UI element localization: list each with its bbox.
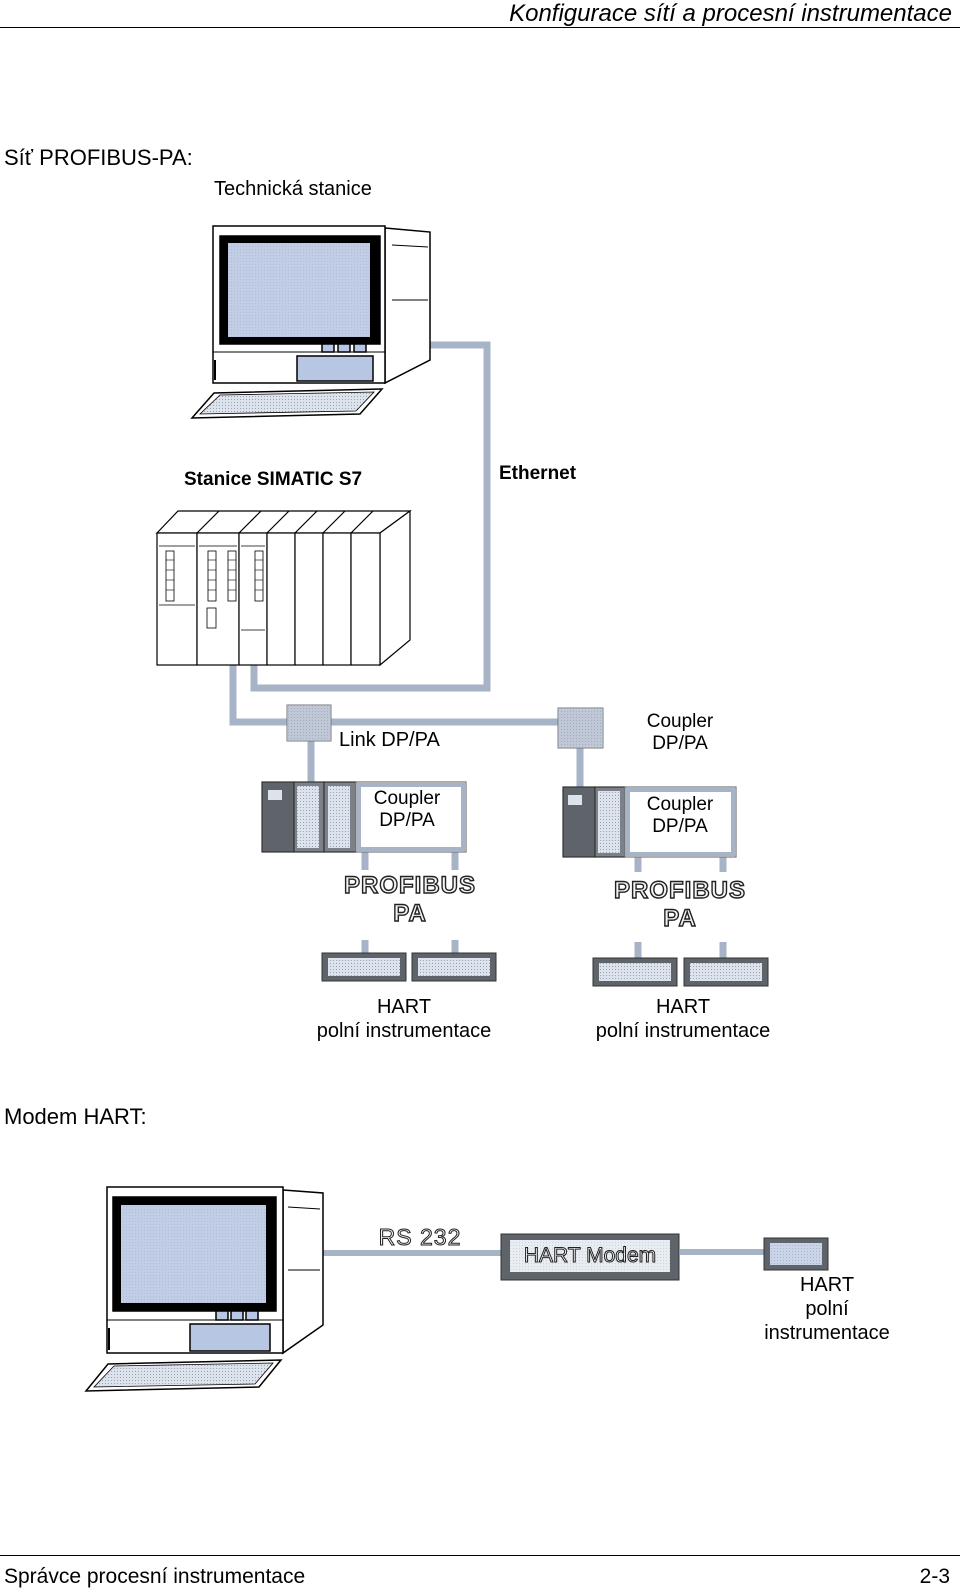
modem-hart-device	[763, 1237, 829, 1271]
coupler-dp-pa-box	[557, 707, 604, 749]
footer-rule	[0, 1555, 960, 1556]
footer-title: Správce procesní instrumentace	[4, 1565, 306, 1588]
modem-cables	[323, 1249, 764, 1256]
profibus-pa-right-line1: PROFIBUS	[613, 876, 746, 904]
link-dp-pa-label: Link DP/PA	[339, 729, 440, 751]
hart-left-caption-line1: HART	[376, 996, 432, 1018]
coupler-right-label-line1: Coupler	[646, 794, 714, 815]
hart-left-caption: HART polní instrumentace	[304, 995, 504, 1043]
profibus-pa-left-line1: PROFIBUS	[343, 871, 476, 899]
section-title-profibus: Síť PROFIBUS-PA:	[4, 145, 193, 170]
coupler-left-label-line1: Coupler	[373, 788, 441, 809]
workstation-computer	[190, 225, 431, 419]
modem-device-caption-line2: polní	[805, 1298, 849, 1320]
ethernet-cable	[250, 341, 491, 692]
coupler-top-label-line2: DP/PA	[652, 733, 708, 754]
profibus-pa-right-label: PROFIBUS PA	[600, 876, 760, 933]
header-rule	[0, 27, 960, 28]
page-header-title: Konfigurace sítí a procesní instrumentac…	[509, 0, 952, 27]
right-coupler-module	[562, 786, 737, 858]
modem-device-caption-line1: HART	[799, 1274, 855, 1296]
ethernet-label: Ethernet	[499, 463, 577, 484]
station-label: Stanice SIMATIC S7	[184, 469, 363, 490]
cable-lines	[229, 341, 727, 958]
coupler-left-label-line2: DP/PA	[379, 810, 435, 831]
coupler-top-label-line1: Coupler	[646, 711, 714, 732]
coupler-top-label: Coupler DP/PA	[630, 711, 730, 755]
workstation-label: Technická stanice	[214, 178, 372, 200]
hart-right-caption-line2: polní instrumentace	[595, 1020, 771, 1042]
hart-devices-right	[592, 957, 769, 987]
modem-workstation-computer	[84, 1186, 324, 1392]
coupler-right-label: Coupler DP/PA	[630, 794, 730, 838]
hart-right-caption-line1: HART	[655, 996, 711, 1018]
section-title-modem: Modem HART:	[4, 1104, 147, 1129]
rs232-label: RS 232	[378, 1224, 462, 1251]
hart-modem-box	[500, 1233, 680, 1281]
page-number: 2-3	[919, 1565, 950, 1588]
coupler-right-label-line2: DP/PA	[652, 816, 708, 837]
profibus-pa-right-line2: PA	[663, 904, 697, 932]
modem-device-caption: HART polní instrumentace	[752, 1273, 902, 1345]
dp-cable-from-station	[229, 665, 575, 726]
left-coupler-module	[261, 781, 467, 853]
hart-left-caption-line2: polní instrumentace	[316, 1020, 492, 1042]
hart-modem-label: HART Modem	[523, 1244, 657, 1268]
modem-device-caption-line3: instrumentace	[764, 1322, 890, 1344]
simatic-s7-rack	[155, 509, 412, 667]
link-dp-pa-box	[286, 704, 332, 742]
profibus-pa-left-line2: PA	[393, 899, 427, 927]
coupler-left-label: Coupler DP/PA	[357, 788, 457, 832]
hart-right-caption: HART polní instrumentace	[583, 995, 783, 1043]
hart-devices-left	[321, 952, 497, 982]
profibus-pa-left-label: PROFIBUS PA	[330, 871, 490, 928]
